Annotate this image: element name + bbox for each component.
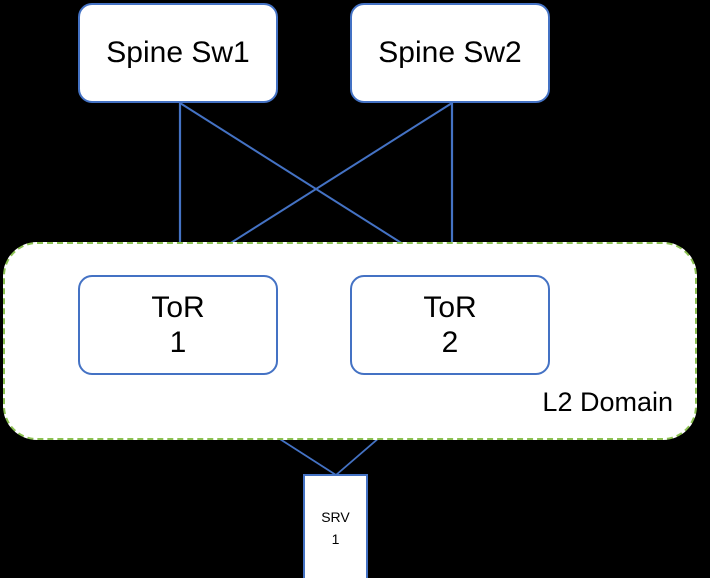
- node-srv-1-label-line2: 1: [331, 531, 340, 547]
- node-tor-2-label-line1: ToR: [423, 290, 477, 324]
- node-srv-1-label-line1: SRV: [321, 508, 350, 525]
- node-spine-sw2-label: Spine Sw2: [378, 36, 522, 70]
- node-spine-sw1-label: Spine Sw1: [106, 36, 250, 70]
- node-tor-2-label-line2: 2: [441, 326, 459, 359]
- node-tor-1-label-line1: ToR: [151, 290, 205, 324]
- l2-domain-label: L2 Domain: [542, 387, 673, 417]
- node-spine-sw2[interactable]: Spine Sw2: [350, 3, 550, 103]
- node-tor-2[interactable]: ToR 2: [350, 275, 550, 375]
- node-tor-1[interactable]: ToR 1: [78, 275, 278, 375]
- node-srv-1[interactable]: SRV 1: [303, 474, 368, 578]
- node-spine-sw1[interactable]: Spine Sw1: [78, 3, 278, 103]
- node-tor-1-label-line2: 1: [169, 326, 187, 359]
